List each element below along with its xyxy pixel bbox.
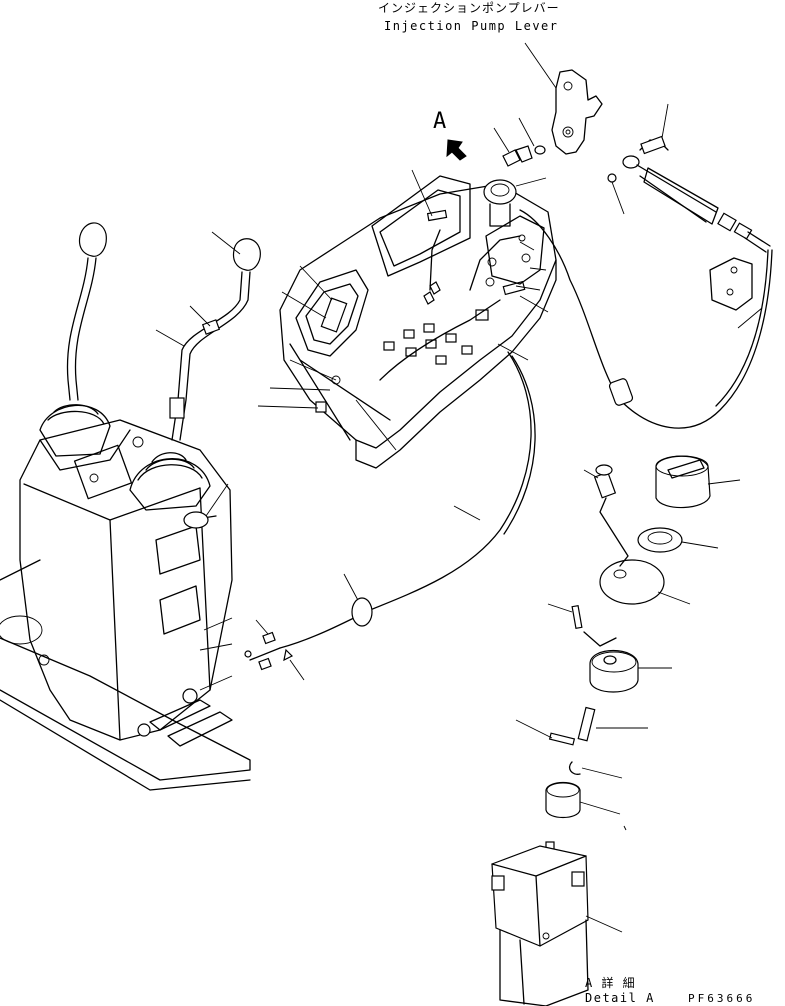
panel-side-bracket — [485, 215, 545, 287]
right-control-lever — [129, 231, 261, 511]
view-marker-a: A — [433, 109, 446, 134]
view-arrow-icon — [446, 139, 467, 161]
rod-end-assembly — [622, 103, 771, 253]
detail-a-label-en: Detail A — [585, 991, 655, 1005]
panel-relays — [315, 209, 526, 413]
left-control-lever — [39, 222, 111, 457]
throttle-cable-lower — [279, 351, 532, 649]
cable-clamp — [351, 597, 373, 627]
panel-leader-lines — [257, 169, 549, 451]
cable-end-rod — [249, 647, 281, 661]
detail-a-dial-assembly — [491, 455, 741, 1006]
cable-grommet — [608, 378, 634, 406]
starter-key-switch — [483, 177, 547, 227]
floor-plate — [0, 559, 251, 791]
throttle-cable-lower-edge — [503, 355, 536, 535]
throttle-cable-upper — [519, 209, 773, 429]
throttle-cable-upper-edge — [715, 249, 769, 407]
control-console — [19, 419, 233, 741]
cable-bracket — [709, 257, 763, 329]
detail-a-label-jp: A 詳 細 — [585, 975, 636, 990]
injection-pump-lever — [493, 42, 625, 215]
injection-pump-lever-label-jp: インジェクションポンプレバー — [378, 1, 560, 15]
drawing-code: PF63666 — [688, 992, 755, 1005]
injection-pump-lever-label-en: Injection Pump Lever — [384, 19, 559, 33]
control-panel — [279, 175, 557, 469]
